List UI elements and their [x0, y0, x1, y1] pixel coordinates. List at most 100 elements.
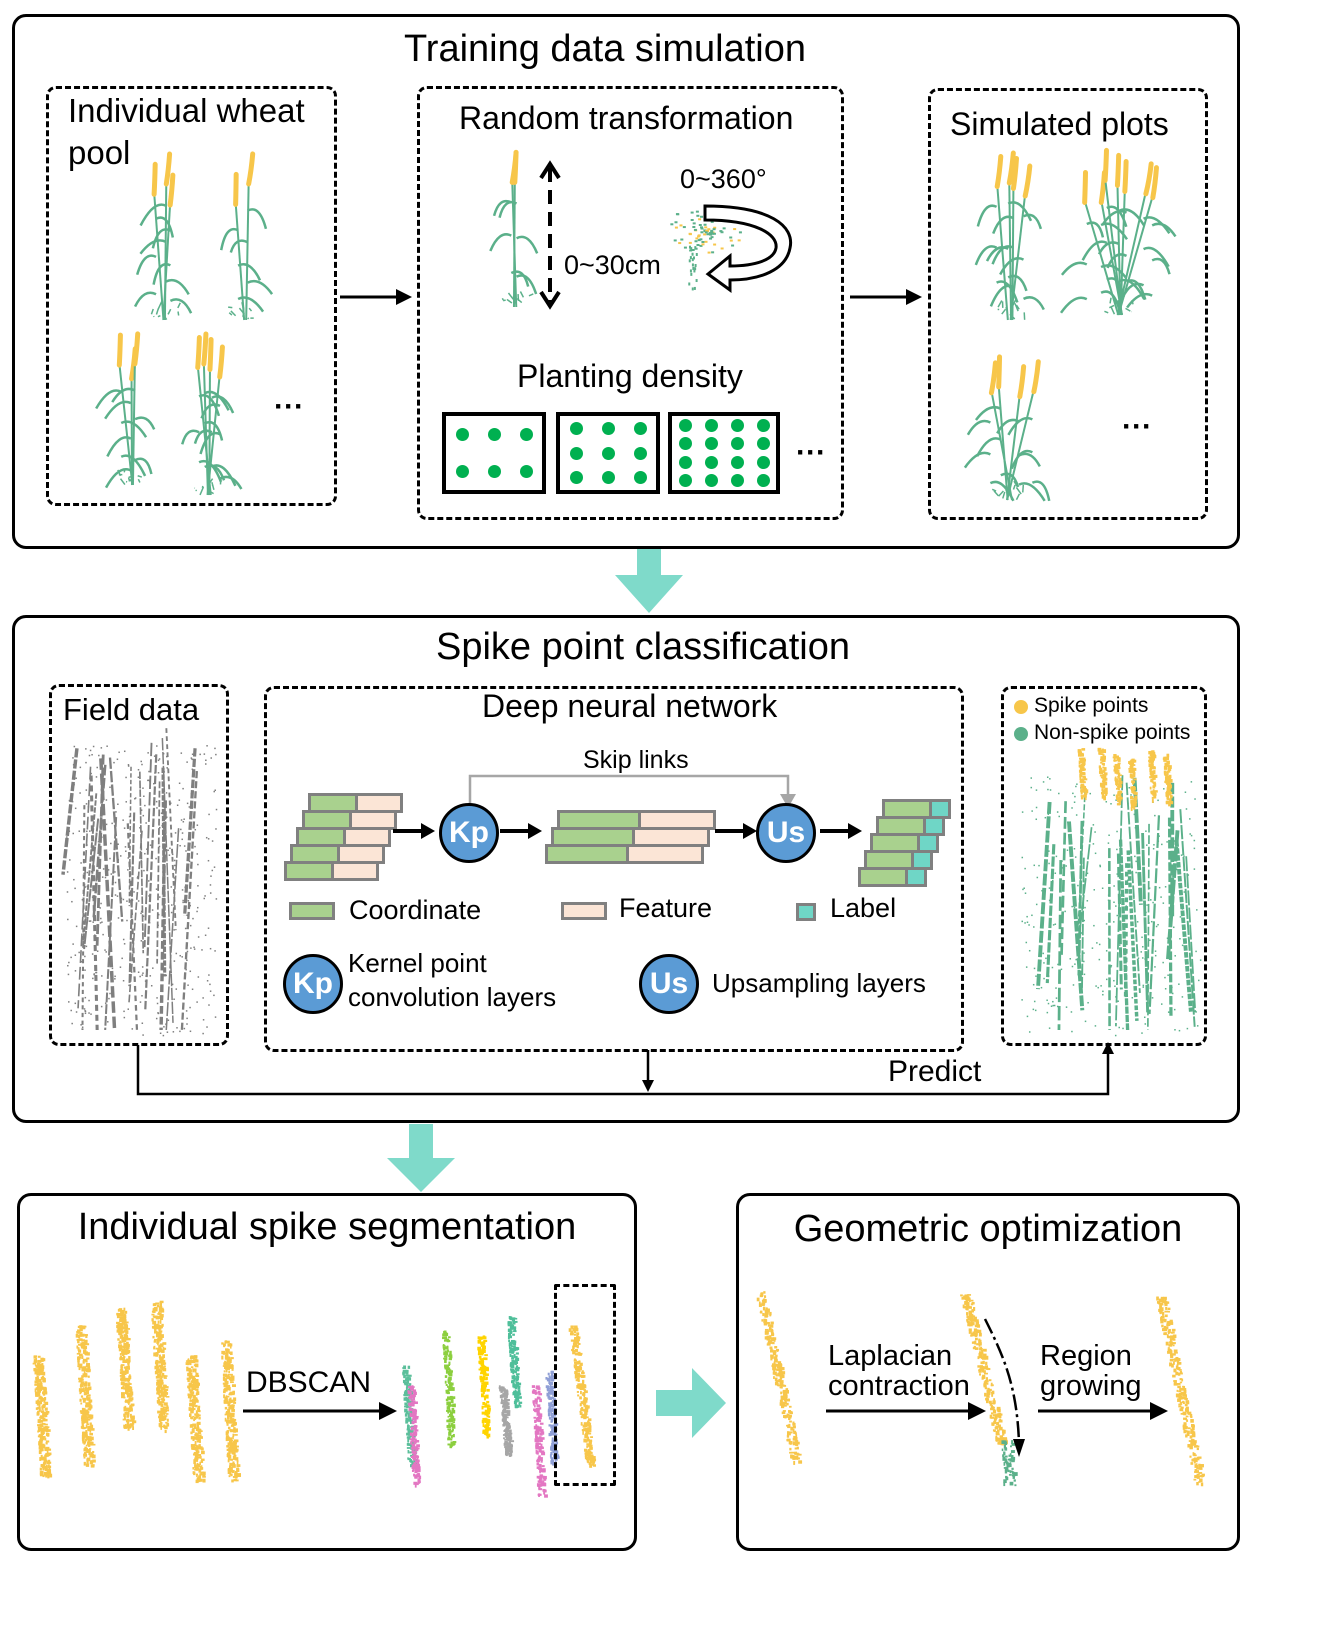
- plant-position-dot: [633, 471, 647, 485]
- field-data-title: Field data: [63, 692, 200, 727]
- arrow-right-icon: [340, 289, 412, 305]
- plots-ellipsis: ···: [1122, 410, 1152, 443]
- skip-links-label: Skip links: [583, 746, 689, 774]
- selected-spike-highlight-box: [554, 1284, 616, 1486]
- plant-position-dot: [678, 437, 692, 451]
- rotation-range-label: 0~360°: [680, 164, 767, 194]
- dnn-title: Deep neural network: [482, 688, 778, 724]
- field-data-box: [49, 684, 229, 1046]
- coordinate-block: [858, 867, 908, 887]
- arrow-right-icon: [850, 289, 922, 305]
- classification-title: Spike point classification: [436, 626, 850, 668]
- random-transformation-box: [417, 86, 844, 520]
- plant-position-dot: [730, 455, 744, 469]
- predict-flow-connector: [136, 1042, 1114, 1096]
- flow-arrow-down-icon: [615, 549, 683, 613]
- arrow-right-icon: [500, 823, 542, 839]
- region-growing-label-line1: Region: [1040, 1340, 1132, 1372]
- plant-position-dot: [730, 437, 744, 451]
- feature-block: [626, 844, 704, 864]
- plant-position-dot: [569, 446, 583, 460]
- plant-position-dot: [704, 418, 718, 432]
- label-legend-label: Label: [830, 893, 897, 923]
- label-block: [905, 867, 927, 887]
- classification-panel: [12, 615, 1240, 1123]
- feature-legend-swatch: [561, 902, 607, 920]
- arrow-right-icon: [393, 823, 435, 839]
- plant-position-dot: [601, 471, 615, 485]
- predict-label: Predict: [888, 1055, 982, 1088]
- top-view-plant-icon: [670, 209, 742, 291]
- plant-position-dot: [569, 471, 583, 485]
- optimization-panel: [736, 1193, 1240, 1551]
- feature-block: [331, 861, 379, 881]
- optimized-spike-image: [1156, 1296, 1205, 1487]
- arrow-right-icon: [1038, 1402, 1168, 1420]
- classified-point-cloud-image: [1021, 747, 1202, 1037]
- coordinate-legend-label: Coordinate: [349, 895, 482, 925]
- plant-position-dot: [487, 465, 501, 478]
- dbscan-label: DBSCAN: [246, 1366, 372, 1399]
- spike-legend-label: Spike points: [1034, 694, 1149, 717]
- arrow-right-icon: [826, 1402, 986, 1420]
- non-spike-legend-label: Non-spike points: [1034, 721, 1191, 744]
- plant-position-dot: [455, 428, 469, 441]
- plant-position-dot: [569, 421, 583, 435]
- us-legend-label: Upsampling layers: [712, 968, 926, 998]
- simulated-plot-icons: [963, 147, 1177, 502]
- laplacian-label-line2: contraction: [828, 1370, 970, 1402]
- density-ellipsis: ···: [796, 436, 826, 469]
- arrow-right-icon: [715, 823, 757, 839]
- plant-position-dot: [601, 421, 615, 435]
- kp-legend-line2: convolution layers: [348, 982, 557, 1012]
- wheat-pool-title-line2: pool: [68, 134, 131, 171]
- coordinate-legend-swatch: [289, 902, 335, 920]
- training-title: Training data simulation: [403, 28, 807, 70]
- plant-position-dot: [704, 437, 718, 451]
- region-growing-label-line2: growing: [1040, 1370, 1142, 1402]
- field-point-cloud-image: [61, 728, 218, 1037]
- wheat-pool-title-line1: Individual wheat: [68, 92, 305, 129]
- skip-link-connector: [468, 774, 796, 808]
- pool-ellipsis: ···: [274, 390, 304, 423]
- plant-position-dot: [756, 418, 770, 432]
- plant-position-dot: [678, 474, 692, 488]
- label-legend-swatch: [796, 903, 816, 921]
- plant-position-dot: [678, 455, 692, 469]
- plant-position-dot: [704, 474, 718, 488]
- plant-position-dot: [756, 437, 770, 451]
- plant-position-dot: [730, 474, 744, 488]
- us-legend-icon: Us: [639, 954, 699, 1014]
- plant-position-dot: [756, 455, 770, 469]
- arrow-right-icon: [243, 1402, 397, 1420]
- segmentation-title: Individual spike segmentation: [77, 1206, 577, 1248]
- plant-position-dot: [519, 465, 533, 478]
- kp-node: Kp: [439, 803, 499, 863]
- vertical-shift-arrow-icon: [539, 160, 561, 310]
- flow-arrow-right-icon: [656, 1368, 726, 1438]
- planting-density-title: Planting density: [517, 358, 743, 394]
- plant-position-dot: [455, 465, 469, 478]
- feature-legend-label: Feature: [619, 893, 713, 923]
- height-range-label: 0~30cm: [564, 250, 661, 280]
- dnn-box: [264, 686, 964, 1052]
- spike-before-image: [756, 1291, 803, 1465]
- plant-position-dot: [487, 428, 501, 441]
- spike-legend-dot: [1014, 700, 1028, 714]
- simulated-plots-box: [928, 88, 1208, 520]
- flow-arrow-down-icon: [387, 1124, 455, 1192]
- optimization-title: Geometric optimization: [793, 1208, 1183, 1250]
- skeleton-curve-icon: [983, 1318, 1025, 1457]
- plant-position-dot: [730, 418, 744, 432]
- plant-position-dot: [601, 446, 615, 460]
- plant-position-dot: [633, 421, 647, 435]
- result-box: [1001, 686, 1207, 1046]
- laplacian-label-line1: Laplacian: [828, 1340, 953, 1372]
- wheat-plant-icon: [489, 149, 539, 308]
- us-node: Us: [756, 803, 816, 863]
- coordinate-block: [284, 861, 334, 881]
- plant-position-dot: [519, 428, 533, 441]
- arrow-right-icon: [820, 823, 862, 839]
- kp-legend-line1: Kernel point: [348, 948, 487, 978]
- plant-position-dot: [678, 418, 692, 432]
